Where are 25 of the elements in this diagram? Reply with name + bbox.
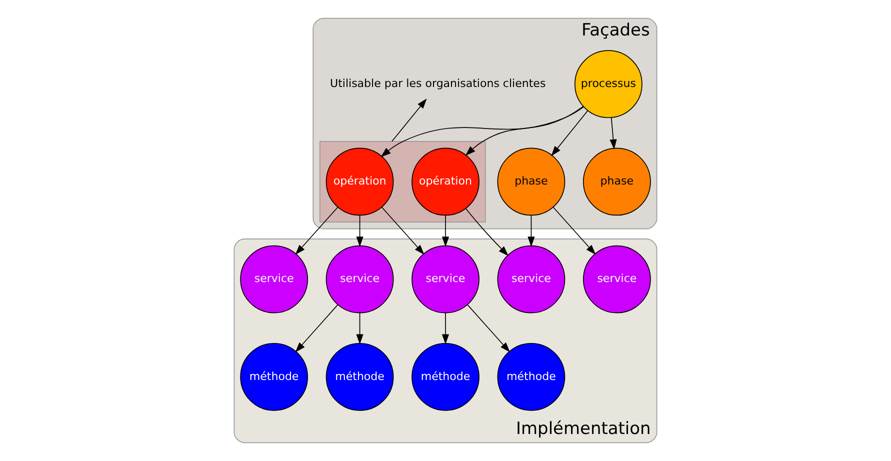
arrow xyxy=(381,206,424,255)
arrow xyxy=(465,208,509,256)
node-circle: processus xyxy=(574,50,642,118)
cluster xyxy=(319,140,486,222)
node-text: Utilisable par les organisations clientes xyxy=(330,76,546,90)
arrow xyxy=(380,106,584,158)
arrow xyxy=(528,214,535,247)
arrow xyxy=(442,214,450,247)
arrow xyxy=(356,312,364,344)
node-circle: méthode xyxy=(412,342,480,411)
arrow xyxy=(295,304,338,352)
arrow xyxy=(392,98,427,142)
node-circle: méthode xyxy=(326,342,394,411)
node-circle: service xyxy=(326,245,394,314)
node-circle: phase xyxy=(582,148,651,216)
node-circle: phase xyxy=(497,148,566,216)
arrow xyxy=(356,214,364,247)
arrow xyxy=(610,117,617,150)
arrow xyxy=(552,206,596,255)
arrow xyxy=(465,106,584,156)
arrow xyxy=(295,206,338,255)
arrow xyxy=(467,304,510,352)
arrow xyxy=(551,110,588,156)
arrow xyxy=(442,312,450,344)
node-circle: opération xyxy=(412,148,480,216)
